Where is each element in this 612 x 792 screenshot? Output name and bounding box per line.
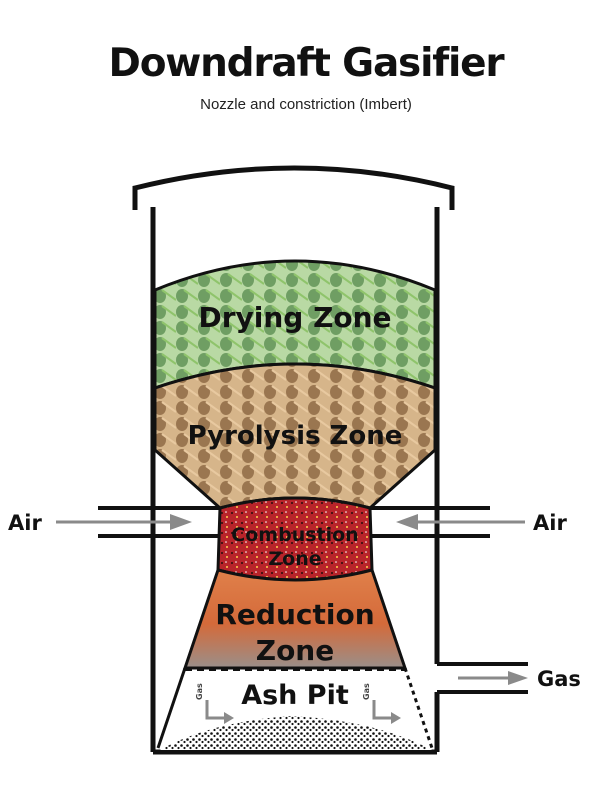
inner-gas-arrow-right — [372, 700, 401, 724]
gas-out-arrow — [458, 671, 528, 685]
gasifier-lid — [132, 165, 455, 210]
drying-zone-label: Drying Zone — [198, 301, 391, 334]
diagram-subtitle: Nozzle and constriction (Imbert) — [200, 96, 412, 113]
combustion-zone-label-line2: Zone — [268, 548, 321, 570]
ash-pit-left-side — [156, 667, 187, 749]
ash-pile — [160, 716, 432, 750]
ash-pit-label: Ash Pit — [241, 680, 349, 711]
inner-gas-label-left: Gas — [195, 683, 204, 700]
air-right-label: Air — [533, 511, 567, 535]
inner-gas-arrow-left — [205, 700, 234, 724]
pyrolysis-zone-label: Pyrolysis Zone — [188, 421, 403, 451]
reduction-zone — [182, 568, 408, 670]
gas-out-label: Gas — [537, 667, 581, 691]
ash-pit-right-side — [403, 667, 434, 749]
reduction-zone-label-line2: Zone — [256, 634, 334, 667]
air-left-label: Air — [8, 511, 42, 535]
combustion-zone-label-line1: Combustion — [231, 524, 358, 546]
right-air-arrow — [396, 514, 525, 530]
inner-gas-label-right: Gas — [362, 683, 371, 700]
diagram-title: Downdraft Gasifier — [108, 41, 505, 86]
reduction-zone-label-line1: Reduction — [215, 598, 374, 631]
left-air-arrow — [56, 514, 192, 530]
